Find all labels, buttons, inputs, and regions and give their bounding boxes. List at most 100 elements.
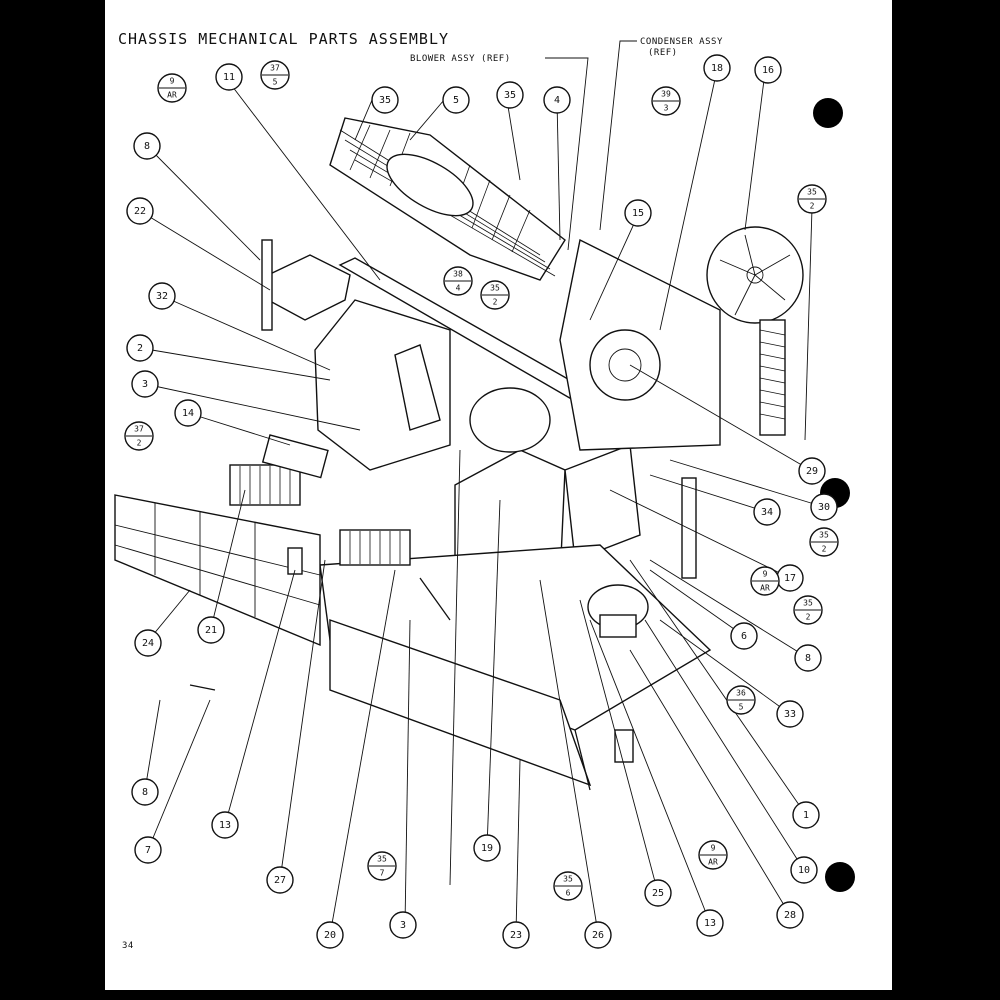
fraction-balloon: 352 [809,527,839,557]
svg-text:13: 13 [219,820,231,831]
svg-text:3: 3 [664,104,669,113]
condenser-fan-illustration [706,226,804,324]
svg-text:2: 2 [810,202,815,211]
drain-tray-illustration [329,619,592,787]
balloon-19: 19 [473,834,501,862]
svg-text:35: 35 [819,531,829,540]
fraction-balloon: 35 7 [367,851,397,881]
svg-text:7: 7 [145,845,151,856]
grille-illustration [229,464,411,566]
balloon-23: 23 [502,921,530,949]
balloon-35b: 35 [496,81,524,109]
switch-illustration [287,547,303,575]
balloon-16: 16 [754,56,782,84]
side-rail-illustration [261,239,273,331]
fraction-balloon: 9AR [157,73,187,103]
svg-text:29: 29 [806,466,818,477]
svg-text:32: 32 [156,291,168,302]
balloon-8c: 8 [794,644,822,672]
svg-text:8: 8 [805,653,811,664]
svg-text:27: 27 [274,875,286,886]
svg-text:25: 25 [652,888,664,899]
svg-text:35: 35 [490,284,500,293]
balloon-27: 27 [266,866,294,894]
balloon-11: 11 [215,63,243,91]
svg-text:35: 35 [807,188,817,197]
svg-text:5: 5 [273,78,278,87]
balloon-25: 25 [644,879,672,907]
balloon-4: 4 [543,86,571,114]
fraction-balloon: 352 [793,595,823,625]
svg-text:15: 15 [632,208,644,219]
balloon-32: 32 [148,282,176,310]
binder-hole-icon [825,862,855,892]
balloon-5: 5 [442,86,470,114]
svg-text:39: 39 [661,90,671,99]
balloon-13b: 13 [696,909,724,937]
balloon-24: 24 [134,629,162,657]
svg-text:28: 28 [784,910,796,921]
fraction-balloon: 37 2 [124,421,154,451]
svg-text:17: 17 [784,573,796,584]
svg-text:6: 6 [741,631,747,642]
balloon-15: 15 [624,199,652,227]
control-box-illustration [564,444,641,561]
balloon-13a: 13 [211,811,239,839]
svg-text:21: 21 [205,625,217,636]
svg-text:37: 37 [134,425,144,434]
svg-text:35: 35 [377,855,387,864]
svg-text:2: 2 [137,439,142,448]
svg-text:9: 9 [711,844,716,853]
fraction-balloon: 39 3 [651,86,681,116]
mechanical-artwork [114,69,825,936]
svg-text:9: 9 [763,570,768,579]
balloon-7: 7 [134,836,162,864]
orifice-ring-illustration [469,387,551,453]
fraction-balloon: 9AR [698,840,728,870]
svg-text:4: 4 [456,284,461,293]
balloon-1: 1 [792,801,820,829]
svg-text:22: 22 [134,206,146,217]
single-balloons: 11 35 5 35 4 18 16 8 22 15 32 2 3 14 21 … [126,54,838,949]
svg-text:1: 1 [803,810,809,821]
balloon-8b: 8 [131,778,159,806]
condenser-coil-illustration [759,319,786,436]
svg-text:33: 33 [784,709,796,720]
svg-text:5: 5 [739,703,744,712]
page-number: 34 [122,941,134,951]
balloon-14: 14 [174,399,202,427]
svg-text:7: 7 [380,869,385,878]
fraction-balloon: 9AR [750,566,780,596]
balloon-28: 28 [776,901,804,929]
balloon-33: 33 [776,700,804,728]
svg-text:35: 35 [379,95,391,106]
svg-text:8: 8 [142,787,148,798]
svg-text:14: 14 [182,408,194,419]
balloon-21: 21 [197,616,225,644]
balloon-2: 2 [126,334,154,362]
svg-text:20: 20 [324,930,336,941]
svg-text:5: 5 [453,95,459,106]
svg-text:8: 8 [144,141,150,152]
svg-text:26: 26 [592,930,604,941]
svg-text:9: 9 [170,77,175,86]
balloon-34: 34 [753,498,781,526]
svg-text:34: 34 [761,507,773,518]
balloon-3b: 3 [389,911,417,939]
svg-text:16: 16 [762,65,774,76]
diagram-title: CHASSIS MECHANICAL PARTS ASSEMBLY [118,30,449,48]
blower-leader [545,57,589,251]
fraction-balloon: 35 2 [480,280,510,310]
svg-text:2: 2 [493,298,498,307]
svg-text:24: 24 [142,638,154,649]
balloon-35a: 35 [371,86,399,114]
svg-text:AR: AR [760,584,770,593]
balloon-20: 20 [316,921,344,949]
svg-text:3: 3 [142,379,148,390]
condenser-assy-label: CONDENSER ASSY [640,37,723,47]
motor-illustration [589,329,661,401]
balloon-6: 6 [730,622,758,650]
filter-panel-illustration [114,494,321,647]
inner-duct-illustration [394,344,441,431]
